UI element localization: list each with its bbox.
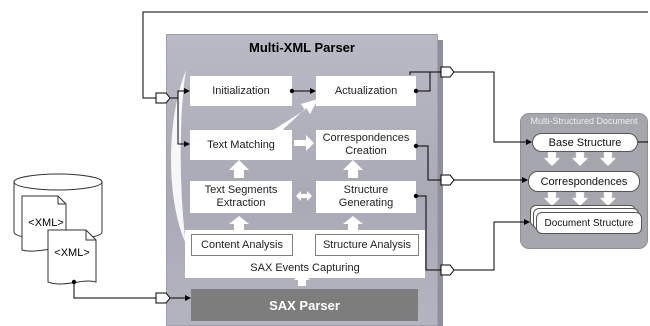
document-structure-pill: Document Structure — [536, 212, 642, 234]
gate-feedback-line — [409, 71, 441, 75]
doc-fold — [85, 230, 96, 241]
connection-dot — [289, 88, 295, 94]
right-arrow-shape — [294, 135, 314, 151]
connector-gate — [155, 292, 171, 304]
diagonal-arrow-shape — [270, 99, 318, 138]
text-matching-box: Text Matching — [190, 130, 292, 160]
parser-title: Multi-XML Parser — [249, 40, 355, 55]
connection-dot — [413, 88, 419, 94]
down-arrow-shape — [571, 191, 589, 207]
up-arrow-shape — [229, 216, 249, 232]
feedback-loop-line — [142, 11, 648, 99]
doc-fold — [57, 196, 66, 205]
actualization-box: Actualization — [316, 76, 416, 106]
base-structure-input-line — [454, 71, 532, 145]
correspondences-creation-box: Correspondences Creation — [316, 130, 416, 160]
document-to-sax-line — [73, 282, 156, 299]
up-arrow-shape — [343, 160, 363, 178]
connection-dot — [413, 143, 419, 149]
connector-gate — [440, 264, 455, 276]
multi-structured-document-title: Multi-Structured Document — [530, 116, 638, 126]
text-matching-input-line — [177, 98, 190, 147]
xml-document-label-2: <XML> — [54, 247, 90, 259]
up-arrow-shape — [343, 216, 363, 232]
document-structure-input-line — [454, 219, 530, 271]
down-arrow-shape — [599, 191, 617, 207]
down-arrow-shape — [543, 191, 561, 207]
correspondences-output-line — [416, 145, 441, 181]
down-arrow-shape — [571, 151, 589, 167]
down-arrow-shape — [599, 151, 617, 167]
correspondences-pill: Correspondences — [528, 171, 640, 192]
text-segments-extraction-box: Text Segments Extraction — [190, 181, 292, 213]
xml-document-icon-2 — [47, 229, 97, 285]
structure-output-line — [416, 195, 441, 271]
content-analysis-box: Content Analysis — [191, 234, 293, 256]
feedback-curve-shape — [171, 70, 186, 244]
up-arrow-shape — [294, 273, 310, 286]
double-arrow-shape — [296, 191, 312, 201]
down-arrow-shape — [543, 151, 561, 167]
up-arrow-shape — [229, 160, 249, 178]
structure-generating-box: Structure Generating — [316, 181, 416, 213]
structure-analysis-box: Structure Analysis — [315, 234, 419, 256]
connection-dot — [413, 193, 419, 199]
connector-gate — [155, 92, 171, 104]
sax-parser-box: SAX Parser — [191, 289, 418, 321]
connection-dot — [71, 279, 77, 285]
initialization-box: Initialization — [190, 76, 292, 106]
xml-document-label-1: <XML> — [28, 217, 64, 229]
init-input-line — [170, 88, 190, 99]
actualization-output-line — [416, 71, 441, 92]
connector-gate — [440, 174, 455, 186]
base-structure-pill: Base Structure — [532, 133, 638, 152]
connector-gate — [440, 66, 455, 78]
cylinder-top — [13, 173, 103, 191]
sax-events-capturing-label: SAX Events Capturing — [250, 262, 360, 274]
